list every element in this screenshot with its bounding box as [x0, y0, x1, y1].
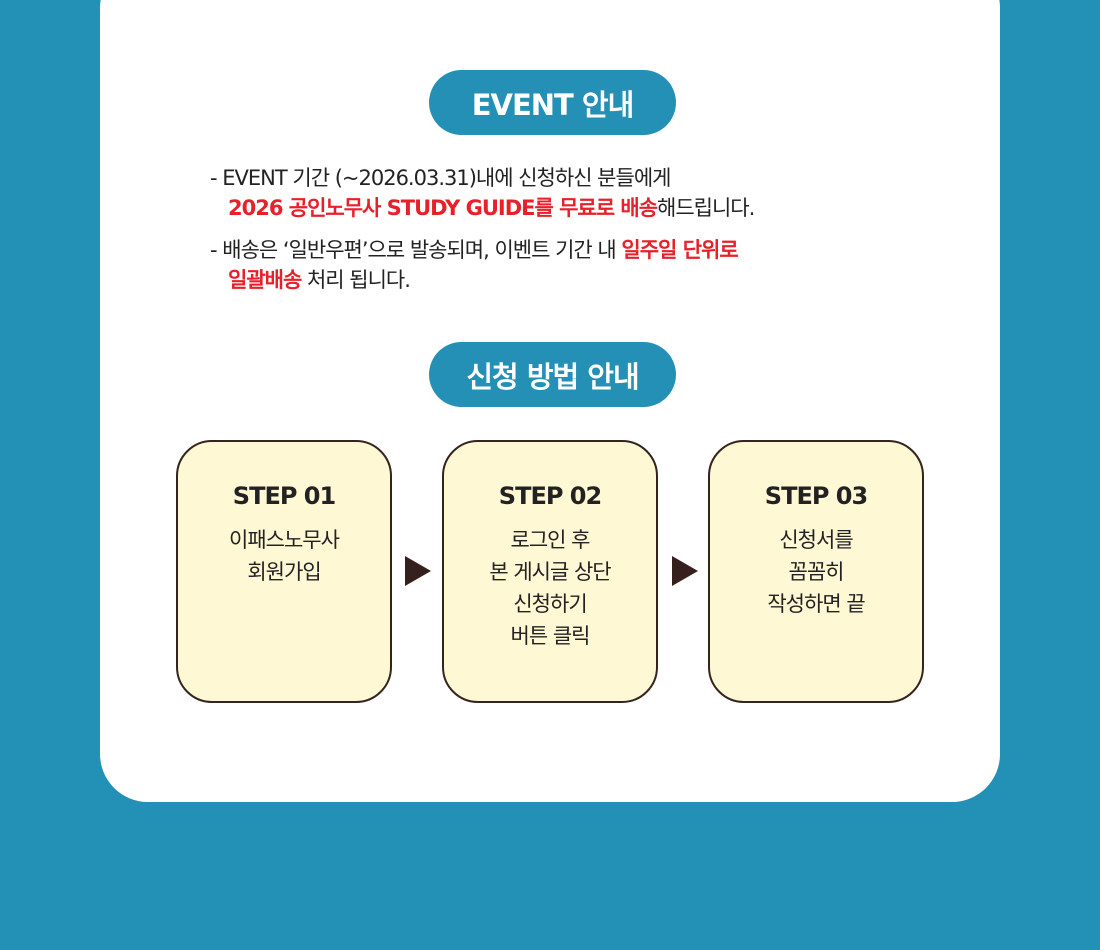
- step-line: 작성하면 끝: [767, 592, 865, 616]
- step-line: 버튼 클릭: [510, 624, 591, 648]
- step-title: STEP 02: [498, 482, 602, 510]
- note-highlight: 일주일 단위로: [621, 238, 738, 262]
- step-line: 회원가입: [247, 560, 321, 584]
- note-delivery: - EVENT 기간 (~2026.03.31)내에 신청하신 분들에게 202…: [210, 163, 755, 223]
- step-title: STEP 01: [232, 482, 336, 510]
- step-title: STEP 03: [764, 482, 868, 510]
- step-line: 꼼꼼히: [788, 560, 845, 584]
- event-notes: - EVENT 기간 (~2026.03.31)내에 신청하신 분들에게 202…: [210, 163, 755, 307]
- note-text: 처리 됩니다.: [301, 268, 411, 292]
- note-highlight: 2026 공인노무사 STUDY GUIDE를 무료로 배송: [228, 196, 658, 220]
- step-line: 신청하기: [513, 592, 587, 616]
- arrow-right-icon: [405, 556, 431, 586]
- step-line: 로그인 후: [510, 528, 591, 552]
- bullet: -: [210, 166, 223, 190]
- note-text: 배송은 ‘일반우편’으로 발송되며, 이벤트 기간 내: [222, 238, 622, 262]
- step-line: 신청서를: [779, 528, 853, 552]
- arrow-right-icon: [672, 556, 698, 586]
- note-highlight: 일괄배송: [228, 268, 302, 292]
- step-line: 본 게시글 상단: [489, 560, 611, 584]
- bullet: -: [210, 238, 223, 262]
- step-line: 이패스노무사: [229, 528, 340, 552]
- note-text: 해드립니다.: [657, 196, 755, 220]
- method-title-badge: 신청 방법 안내: [429, 342, 676, 407]
- note-shipping: - 배송은 ‘일반우편’으로 발송되며, 이벤트 기간 내 일주일 단위로 일괄…: [210, 235, 754, 295]
- note-text: EVENT 기간 (~2026.03.31)내에 신청하신 분들에게: [222, 166, 671, 190]
- event-title-badge: EVENT 안내: [429, 70, 676, 135]
